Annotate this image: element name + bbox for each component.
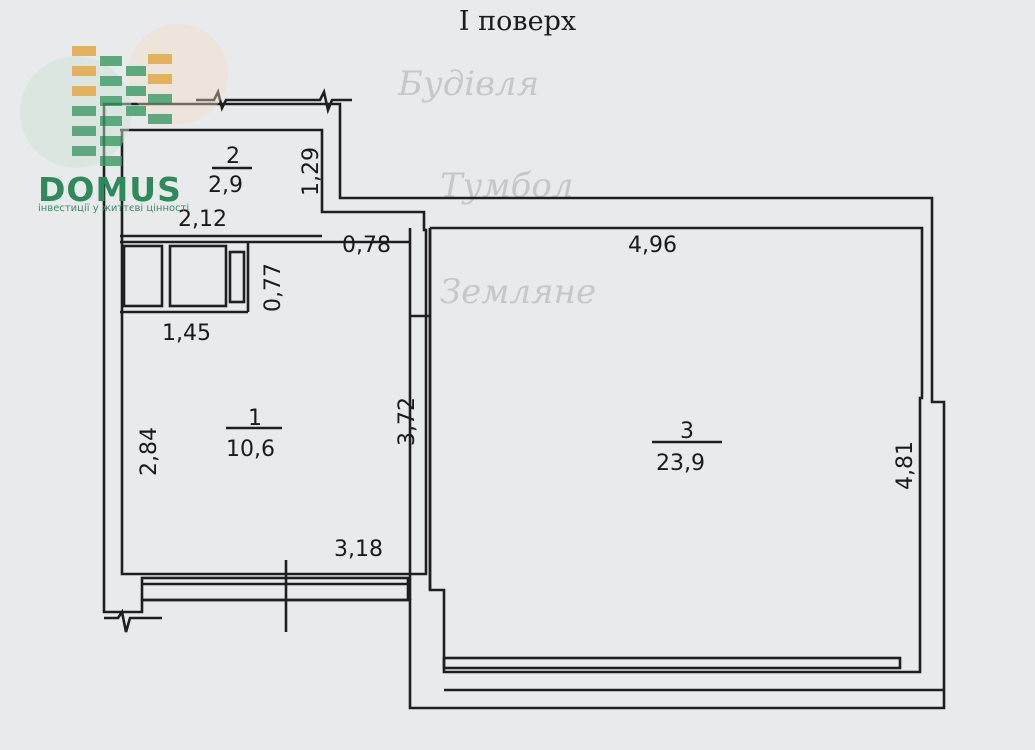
room-3-number: 3 xyxy=(680,419,694,444)
dim-0-77: 0,77 xyxy=(261,263,286,312)
fixture-1 xyxy=(122,244,164,308)
background-text-2: Тумбол xyxy=(440,166,574,206)
fixture-2 xyxy=(168,244,228,308)
room-3-inner-wall xyxy=(428,226,924,674)
dim-4-81: 4,81 xyxy=(893,441,918,490)
dim-1-45: 1,45 xyxy=(162,321,211,346)
outer-wall xyxy=(102,102,946,710)
break-mark-bottom-left xyxy=(104,608,162,633)
room-3-area: 23,9 xyxy=(656,451,705,476)
dim-3-72: 3,72 xyxy=(395,397,420,446)
room-1-area: 10,6 xyxy=(226,437,275,462)
break-mark-top-left xyxy=(196,88,352,115)
background-text-3: Земляне xyxy=(440,272,597,312)
room-2-number: 2 xyxy=(226,144,240,169)
fixture-3 xyxy=(228,250,246,304)
window-room-3 xyxy=(442,656,902,670)
floor-title: І поверх xyxy=(458,6,577,37)
domus-logo-wordmark: DOMUS xyxy=(38,170,182,209)
dim-0-78: 0,78 xyxy=(342,233,391,258)
inner-wall xyxy=(120,128,428,576)
domus-logo-mark xyxy=(20,24,228,168)
room-1-number: 1 xyxy=(248,406,262,431)
dim-2-12: 2,12 xyxy=(178,207,227,232)
background-text-1: Будівля xyxy=(398,64,540,104)
window-room-1 xyxy=(140,576,410,602)
dim-1-29: 1,29 xyxy=(299,147,324,196)
dim-3-18: 3,18 xyxy=(334,537,383,562)
room-2-area: 2,9 xyxy=(208,173,243,198)
dim-2-84: 2,84 xyxy=(137,427,162,476)
domus-logo-tagline: інвестиції у життєві цінності xyxy=(38,203,190,214)
dim-4-96: 4,96 xyxy=(628,233,677,258)
